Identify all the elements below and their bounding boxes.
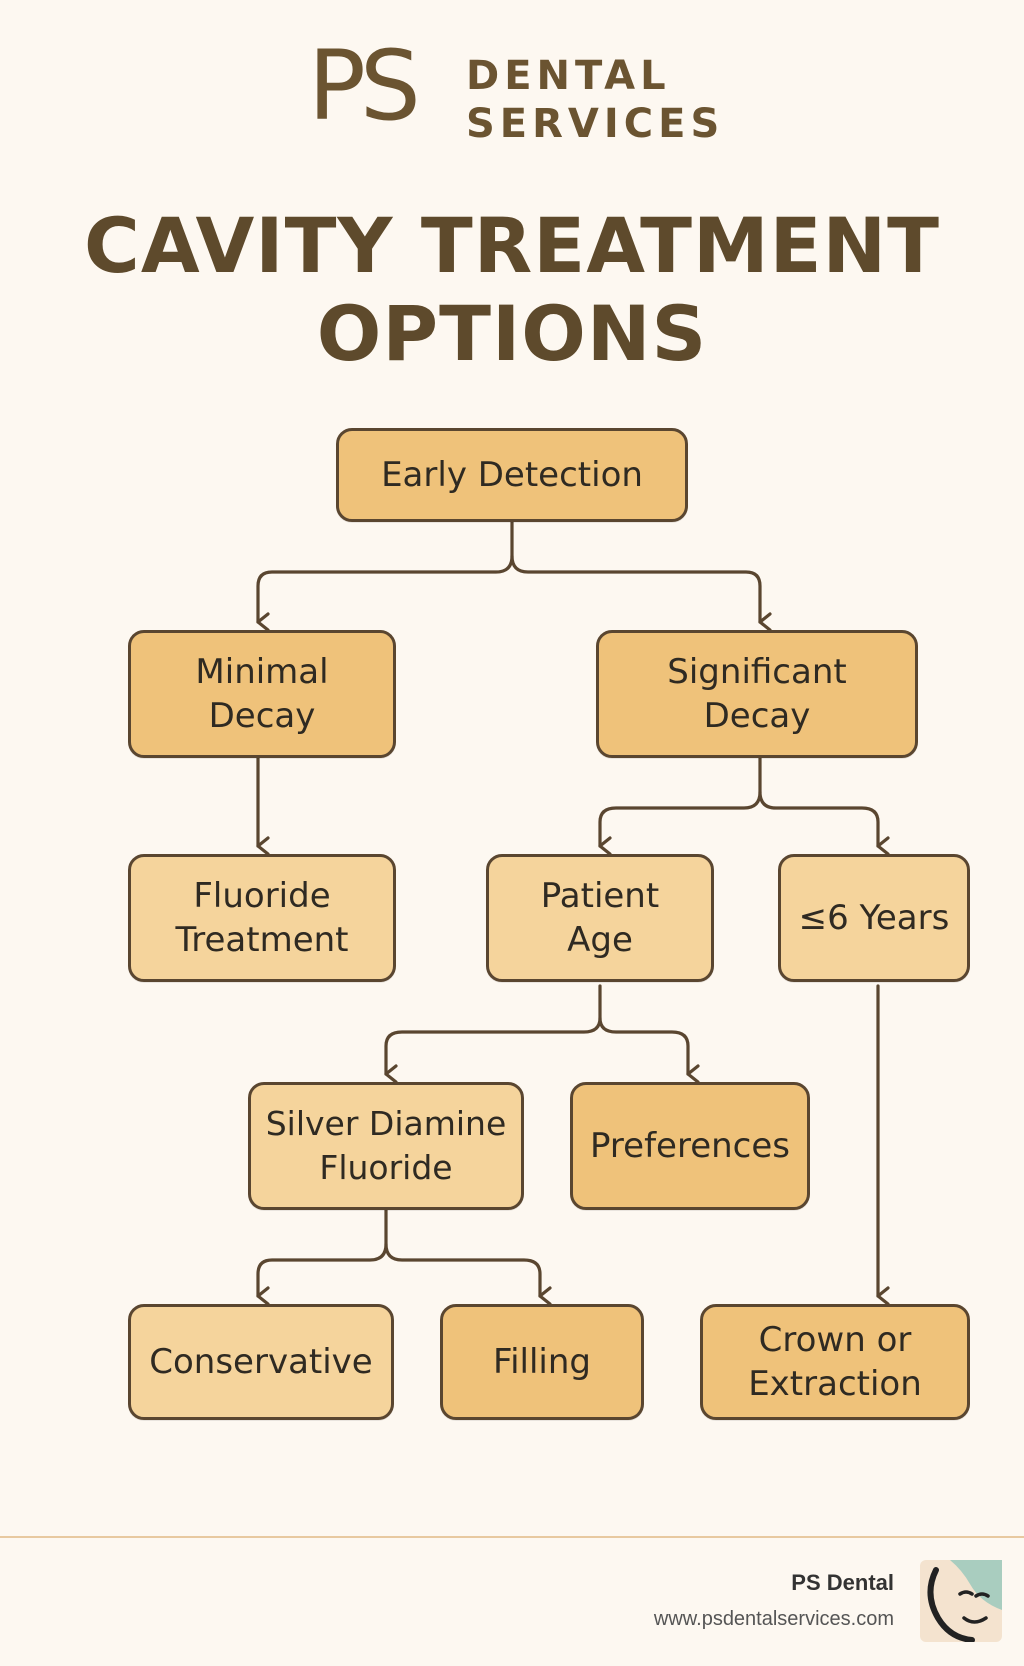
footer-url: www.psdentalservices.com: [653, 1608, 894, 1630]
node-filling: Filling: [440, 1304, 644, 1420]
node-patient-age-line1: Patient: [540, 876, 660, 916]
node-preferences: Preferences: [570, 1082, 810, 1210]
edge-significant-to-age: [598, 756, 762, 856]
node-significant-decay-line1: Significant: [667, 652, 847, 692]
edge-age-to-silver: [384, 984, 602, 1084]
node-early-detection: Early Detection: [336, 428, 688, 522]
edge-early-to-minimal: [256, 520, 514, 632]
node-silver-diamine-line1: Silver Diamine: [265, 1104, 507, 1143]
node-preferences-label: Preferences: [590, 1126, 790, 1166]
edge-silver-to-filling: [384, 1242, 552, 1306]
page-title-line1: CAVITY TREATMENT: [84, 201, 940, 290]
edge-early-to-significant: [510, 554, 772, 632]
footer-brand-name: PS Dental: [791, 1570, 894, 1595]
node-fluoride-treatment-line2: Treatment: [175, 920, 349, 960]
edge-significant-to-6years: [758, 790, 890, 856]
node-silver-diamine-line2: Fluoride: [319, 1148, 453, 1187]
node-significant-decay-line2: Decay: [703, 696, 811, 736]
node-early-detection-label: Early Detection: [381, 455, 643, 495]
node-filling-label: Filling: [493, 1342, 591, 1382]
node-six-years: ≤6 Years: [778, 854, 970, 982]
node-fluoride-treatment-line1: Fluoride: [193, 876, 331, 916]
node-conservative-label: Conservative: [149, 1342, 373, 1382]
node-minimal-decay-line2: Decay: [208, 696, 316, 736]
node-six-years-label: ≤6 Years: [798, 898, 950, 938]
node-crown-extraction-line1: Crown or: [758, 1320, 912, 1360]
node-conservative: Conservative: [128, 1304, 394, 1420]
node-crown-extraction-line2: Extraction: [748, 1364, 922, 1404]
edge-silver-to-conservative: [256, 1208, 388, 1306]
node-minimal-decay-line1: Minimal: [195, 652, 329, 692]
logo-dental-text: DENTAL: [466, 53, 671, 99]
logo-ps: PS: [308, 30, 421, 142]
node-patient-age-line2: Age: [567, 920, 633, 960]
edge-age-to-preferences: [598, 1016, 700, 1084]
logo-services-text: SERVICES: [466, 101, 725, 147]
footer-divider: [0, 1536, 1024, 1538]
page-title-line2: OPTIONS: [316, 289, 708, 378]
face-logo-icon: [920, 1560, 1002, 1642]
